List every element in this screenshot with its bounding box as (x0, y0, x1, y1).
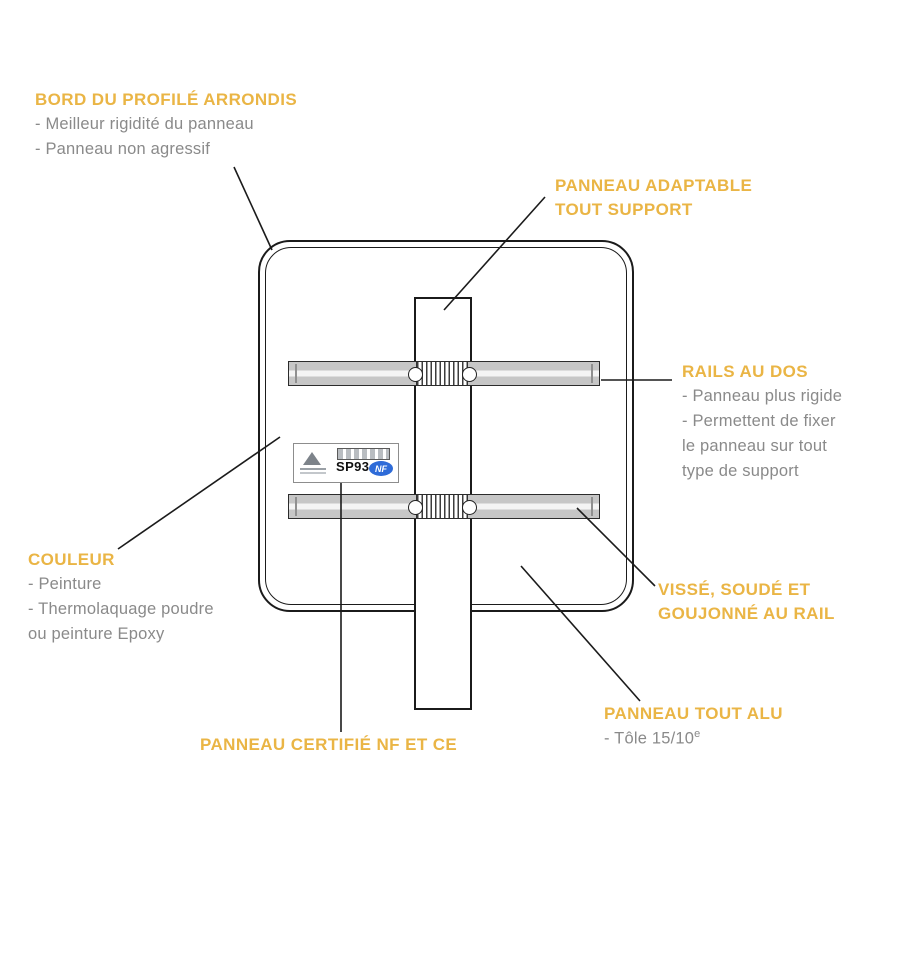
annotation-title: VISSÉ, SOUDÉ ET (658, 580, 811, 599)
annotation-title: PANNEAU CERTIFIÉ NF ET CE (200, 735, 458, 754)
rail-top (288, 361, 600, 386)
bolt-icon (408, 500, 423, 515)
annotation-couleur: COULEUR - Peinture - Thermolaquage poudr… (28, 548, 214, 647)
annotation-rails-au-dos: RAILS AU DOS - Panneau plus rigide - Per… (682, 360, 842, 484)
annotation-line: - Peinture (28, 574, 102, 593)
rail-bottom (288, 494, 600, 519)
bolt-icon (408, 367, 423, 382)
leader-line-bord (233, 166, 273, 251)
superscript-e: e (694, 727, 701, 740)
annotation-line: - Panneau non agressif (35, 139, 211, 158)
annotation-title: GOUJONNÉ AU RAIL (658, 603, 835, 623)
annotation-visse-soude: VISSÉ, SOUDÉ ET GOUJONNÉ AU RAIL (658, 578, 835, 626)
annotation-line: - Meilleur rigidité du panneau (35, 114, 254, 133)
annotation-panneau-tout-alu: PANNEAU TOUT ALU - Tôle 15/10e (604, 702, 783, 751)
sticker-code: SP93 (336, 459, 370, 474)
manufacturer-logo-icon (303, 452, 321, 465)
manufacturer-logo-text-lines (300, 468, 326, 475)
rail-endcap-icon (591, 497, 593, 516)
annotation-line: - Permettent de fixer (682, 411, 836, 430)
tole-text: - Tôle 15/10 (604, 729, 695, 748)
annotation-title: RAILS AU DOS (682, 362, 809, 381)
bolt-icon (462, 367, 477, 382)
nf-certification-badge: NF (369, 461, 393, 476)
annotation-line: ou peinture Epoxy (28, 624, 165, 643)
rail-endcap-icon (591, 364, 593, 383)
annotation-title: PANNEAU ADAPTABLE (555, 176, 753, 195)
leader-line-couleur (117, 436, 281, 550)
annotation-title: PANNEAU TOUT ALU (604, 704, 783, 723)
annotation-line: type de support (682, 462, 799, 481)
annotation-title: BORD DU PROFILÉ ARRONDIS (35, 90, 298, 109)
bolt-icon (462, 500, 477, 515)
annotation-line: - Panneau plus rigide (682, 386, 843, 405)
sticker-info-plate (337, 448, 390, 460)
annotation-line: - Tôle 15/10e (604, 726, 783, 752)
annotation-title: TOUT SUPPORT (555, 199, 693, 219)
annotation-title: COULEUR (28, 550, 115, 569)
clamp-strap-top (416, 362, 468, 385)
clamp-strap-bottom (416, 495, 468, 518)
certification-sticker: SP93 NF (293, 443, 399, 483)
annotation-bord-profile: BORD DU PROFILÉ ARRONDIS - Meilleur rigi… (35, 88, 297, 162)
annotation-line: - Thermolaquage poudre (28, 599, 214, 618)
annotation-panneau-adaptable: PANNEAU ADAPTABLE TOUT SUPPORT (555, 174, 752, 222)
annotation-line: le panneau sur tout (682, 436, 828, 455)
rail-endcap-icon (295, 364, 297, 383)
rail-endcap-icon (295, 497, 297, 516)
annotation-panneau-certifie: PANNEAU CERTIFIÉ NF ET CE (200, 733, 457, 757)
